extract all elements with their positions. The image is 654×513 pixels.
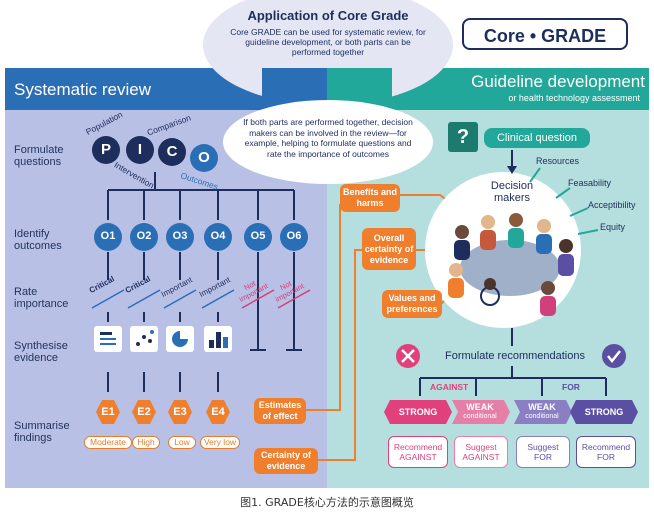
certainty-1: Moderate (84, 436, 132, 449)
outcome-3: O3 (172, 230, 188, 242)
pico-bracket (107, 172, 295, 220)
row-synthesise: Synthesise evidence (14, 340, 68, 364)
strong-for-bg (570, 400, 638, 424)
factor-feasability: Feasability (568, 178, 612, 188)
factor-equity: Equity (600, 222, 626, 232)
right-title: Guideline development (471, 72, 645, 91)
importance-marks (91, 289, 311, 309)
right-subtitle: or health technology assessment (508, 93, 640, 103)
tag-benefits-harms: Benefits and harms (340, 184, 400, 212)
rec-suggest-for: Suggest FOR (516, 436, 570, 468)
grade-diagram: Application of Core Grade Core GRADE can… (5, 0, 649, 488)
header-description: Core GRADE can be used for systematic re… (230, 27, 426, 57)
rec-recommend-against: Recommend AGAINST (388, 436, 448, 468)
weak-for-bg (514, 400, 572, 424)
rec-suggest-against: Suggest AGAINST (454, 436, 508, 468)
question-mark-icon: ? (456, 126, 470, 148)
factor-arrows (529, 167, 599, 235)
strong-against-bg (384, 400, 452, 424)
figure-caption: 图1. GRADE核心方法的示意图概览 (240, 496, 414, 509)
strength-weak-for: WEAK (528, 402, 556, 412)
pico-letter-o: O (198, 149, 210, 166)
weak-against-bg (452, 400, 510, 424)
for-check-icon (602, 344, 626, 368)
row-formulate: Formulate questions (14, 144, 64, 168)
synthesis-icons (94, 326, 232, 352)
decision-makers: Decision makers (490, 180, 534, 204)
formulate-recommendations: Formulate recommendations (444, 350, 585, 362)
center-note: If both parts are performed together, de… (243, 117, 413, 159)
label-for: FOR (562, 382, 580, 392)
rec-4-line-b: FOR (597, 452, 615, 462)
clinical-question: Clinical question (496, 132, 578, 144)
outcome-2: O2 (136, 230, 152, 242)
estimate-4: E4 (211, 406, 225, 418)
rec-3-line-b: FOR (534, 452, 552, 462)
row-identify: Identify outcomes (14, 228, 62, 252)
certainty-3: Low (168, 436, 196, 449)
clinical-arrowhead (507, 166, 517, 174)
label-against: AGAINST (430, 382, 469, 392)
strength-weak-for-sub: conditional (525, 413, 559, 420)
x-glyph-icon (401, 349, 415, 363)
pico-letter-p: P (100, 141, 111, 158)
left-title: Systematic review (14, 80, 151, 99)
tag-certainty-of-evidence: Certainty of evidence (254, 448, 318, 474)
pico-letter-i: I (137, 141, 143, 158)
core-grade-logo: Core • GRADE (462, 18, 628, 50)
clinical-question-bg (484, 128, 590, 148)
strength-weak-against-sub: conditional (463, 413, 497, 420)
header-title: Application of Core Grade (247, 8, 409, 23)
check-glyph-icon (607, 350, 621, 364)
strength-strong-for: STRONG (584, 407, 624, 417)
rec-2-line-b: AGAINST (462, 452, 500, 462)
tag-overall-certainty: Overall certainty of evidence (362, 228, 416, 270)
branch-lines (419, 366, 607, 396)
outcome-circles (94, 223, 308, 251)
rec-recommend-for: Recommend FOR (576, 436, 636, 468)
estimate-1: E1 (101, 406, 115, 418)
tag-estimates-of-effect: Estimates of effect (254, 398, 306, 424)
rec-1-line-a: Recommend (393, 442, 443, 452)
rec-1-line-b: AGAINST (399, 452, 437, 462)
factor-resources: Resources (536, 156, 580, 166)
puzzle-right (327, 68, 392, 110)
puzzle-left (262, 68, 340, 110)
question-box (448, 122, 478, 152)
estimate-hexagons (96, 400, 230, 424)
diagram-canvas (5, 0, 649, 488)
rec-3-line-a: Suggest (527, 442, 559, 452)
center-note-bg (223, 100, 433, 184)
row-rate: Rate importance (14, 286, 69, 310)
strength-strong-against: STRONG (398, 407, 438, 417)
certainty-4: Very low (200, 436, 240, 449)
outcome-4: O4 (210, 230, 226, 242)
outcome-6: O6 (286, 230, 302, 242)
outcome-1: O1 (100, 230, 116, 242)
pico-circles (92, 136, 218, 172)
importance-lines (107, 252, 302, 392)
outcome-5: O5 (250, 230, 266, 242)
certainty-2: High (132, 436, 160, 449)
people-illustration (448, 213, 574, 316)
rec-2-line-a: Suggest (465, 442, 497, 452)
strength-weak-against: WEAK (466, 402, 494, 412)
tag-values-preferences: Values and preferences (382, 290, 442, 318)
rec-4-line-a: Recommend (581, 442, 631, 452)
pico-letter-c: C (166, 143, 178, 160)
factor-acceptibility: Acceptibility (588, 200, 636, 210)
row-summarise: Summarise findings (14, 420, 70, 444)
estimate-3: E3 (173, 406, 187, 418)
estimate-2: E2 (137, 406, 151, 418)
